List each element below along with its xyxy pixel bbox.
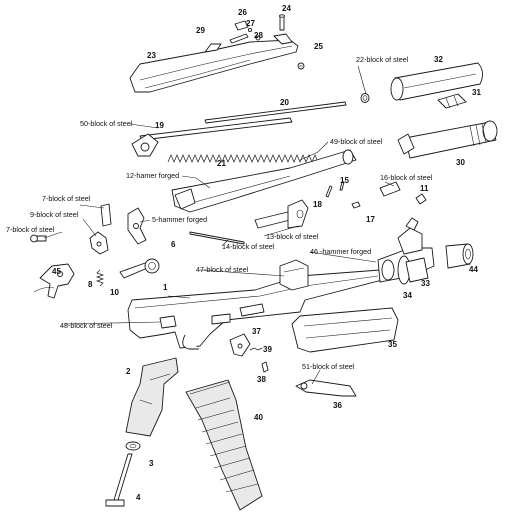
part-bolt-13 [254, 199, 309, 229]
part-screw-25 [297, 62, 305, 70]
part-trunnion-47 [279, 259, 309, 291]
callout-36: 36 [333, 401, 342, 410]
callout-2: 2 [126, 367, 131, 376]
callout-18: 18 [313, 200, 322, 209]
part-lower-handguard-35 [291, 307, 399, 353]
part-small-pins [325, 181, 427, 209]
part-magazine-40 [185, 379, 263, 511]
part-spring-10 [95, 269, 105, 287]
callout-10: 10 [110, 288, 119, 297]
callout-25: 25 [314, 42, 323, 51]
callout-23: 23 [147, 51, 156, 60]
callout-3: 3 [149, 459, 154, 468]
part-hammer-5 [100, 203, 147, 245]
label-5: 5-hammer forged [152, 215, 207, 224]
label-50: 50-block of steel [80, 119, 133, 128]
part-nut-22 [360, 93, 370, 103]
part-rear-sight-leaf [229, 20, 261, 44]
callout-24: 24 [282, 4, 291, 13]
callout-numbers: 26 24 27 29 28 25 23 32 31 20 19 21 30 1… [52, 4, 481, 502]
part-upper-cover [129, 33, 299, 93]
callout-32: 32 [434, 55, 443, 64]
part-handguard-upper [390, 62, 483, 101]
label-7a: 7-block of steel [42, 194, 91, 203]
material-labels: 22-block of steel 50-block of steel 49-b… [6, 55, 433, 371]
part-pin-24 [279, 14, 285, 31]
label-46: 46 -hammer forged [310, 247, 371, 256]
part-guide-rod-20 [204, 101, 347, 124]
part-firing-pin-14 [189, 231, 245, 245]
callout-1: 1 [163, 283, 168, 292]
part-magazine-catch [229, 333, 269, 373]
callout-33: 33 [421, 279, 430, 288]
part-washer-3 [125, 441, 141, 451]
callout-15: 15 [340, 176, 349, 185]
callout-26: 26 [238, 8, 247, 17]
part-gas-cylinder-30 [397, 120, 498, 159]
part-block-31 [437, 93, 467, 109]
part-muzzle-44 [445, 243, 474, 269]
label-9: 9-block of steel [30, 210, 79, 219]
callout-20: 20 [280, 98, 289, 107]
callout-6: 6 [171, 240, 176, 249]
callout-30: 30 [456, 158, 465, 167]
part-sear-9 [89, 231, 109, 255]
label-22: 22-block of steel [356, 55, 409, 64]
part-front-sight-33 [405, 257, 429, 283]
callout-21: 21 [217, 159, 226, 168]
part-latch-36 [295, 379, 357, 397]
part-trigger-45 [33, 263, 75, 299]
part-bolt-carrier-12 [171, 149, 357, 213]
label-48: 48-block of steel [60, 321, 113, 330]
callout-39: 39 [263, 345, 272, 354]
callout-45: 45 [52, 267, 61, 276]
label-7b: 7-block of steel [6, 225, 55, 234]
callout-38: 38 [257, 375, 266, 384]
label-16: 16-block of steel [380, 173, 433, 182]
callout-35: 35 [388, 340, 397, 349]
callout-11: 11 [420, 184, 429, 193]
part-spring-6 [119, 258, 160, 279]
part-spring-21 [167, 154, 319, 163]
callout-19: 19 [155, 121, 164, 130]
label-14: 14-block of steel [222, 242, 275, 251]
callout-8: 8 [88, 280, 93, 289]
callout-17: 17 [366, 215, 375, 224]
part-pin-7 [30, 234, 47, 243]
callout-28: 28 [254, 31, 263, 40]
part-pistol-grip-2 [125, 357, 179, 437]
callout-29: 29 [196, 26, 205, 35]
leader-lines [43, 65, 395, 385]
callout-4: 4 [136, 493, 141, 502]
callout-40: 40 [254, 413, 263, 422]
callout-27: 27 [246, 19, 255, 28]
label-47: 47-block of steel [196, 265, 249, 274]
part-recoil-assembly-19 [131, 117, 293, 157]
label-51: 51-block of steel [302, 362, 355, 371]
callout-44: 44 [469, 265, 478, 274]
callout-31: 31 [472, 88, 481, 97]
label-13: 13-block of steel [266, 232, 319, 241]
label-12: 12-hamer forged [126, 171, 179, 180]
callout-37: 37 [252, 327, 261, 336]
callout-34: 34 [403, 291, 412, 300]
part-grip-bolt-4 [105, 453, 133, 507]
label-49: 49-block of steel [330, 137, 383, 146]
